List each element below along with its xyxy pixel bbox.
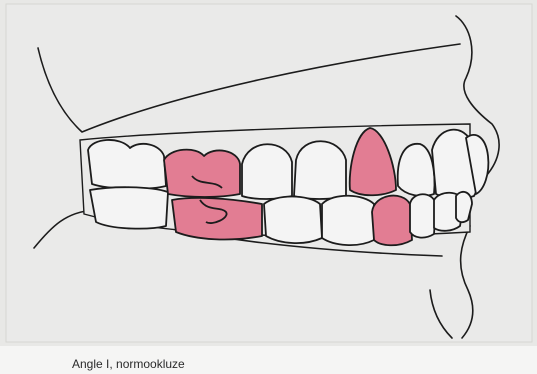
lower-first-molar — [172, 198, 262, 240]
upper-premolar-2 — [242, 144, 292, 199]
upper-molar-3 — [88, 140, 166, 189]
teeth-occlusion-illustration — [0, 0, 537, 346]
upper-first-molar — [164, 150, 240, 197]
upper-lateral-incisor — [398, 144, 435, 196]
upper-premolar-1 — [294, 141, 346, 199]
lower-premolar-1 — [322, 196, 374, 245]
lower-premolar-2 — [264, 197, 322, 244]
figure-caption: Angle I, normookluze — [72, 357, 185, 371]
lower-canine — [372, 196, 412, 246]
lower-lateral-incisor — [410, 194, 436, 237]
lower-molar-3 — [90, 187, 168, 228]
